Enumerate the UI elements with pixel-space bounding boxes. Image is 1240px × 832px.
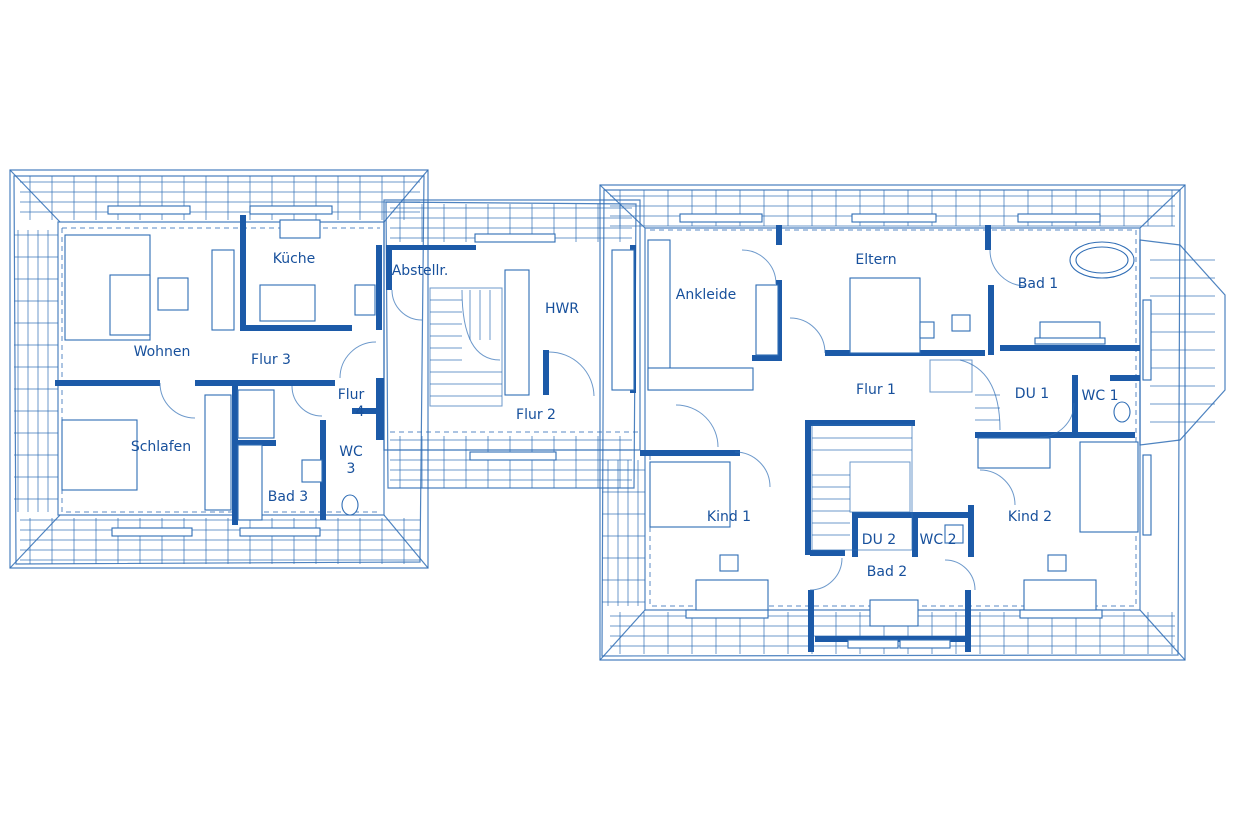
label-ankleide: Ankleide [676,287,736,303]
label-wohnen: Wohnen [134,344,191,360]
label-wc-3-line2: 3 [347,461,356,477]
label-flur-4-line1: Flur [338,387,365,403]
label-hwr: HWR [545,301,579,317]
label-bad-1: Bad 1 [1018,276,1058,292]
windows [107,205,1152,649]
label-flur-3: Flur 3 [251,352,291,368]
label-bad-2: Bad 2 [867,564,907,580]
label-du-2: DU 2 [862,532,896,548]
label-flur-2: Flur 2 [516,407,556,423]
roof-outline-left [9,169,429,569]
label-flur-1: Flur 1 [856,382,896,398]
room-labels: Wohnen Küche Flur 3 Schlafen Bad 3 Flur … [131,251,1119,580]
label-wc-1: WC 1 [1082,388,1119,404]
door-swings [159,249,1075,591]
label-eltern: Eltern [855,252,896,268]
label-kueche: Küche [273,251,316,267]
furniture [61,219,1139,627]
label-kind-1: Kind 1 [707,509,751,525]
staircase-right [811,359,1001,551]
label-kind-2: Kind 2 [1008,509,1052,525]
label-wc-2: WC 2 [920,532,957,548]
label-abstellr: Abstellr. [392,263,449,279]
label-schlafen: Schlafen [131,439,191,455]
label-du-1: DU 1 [1015,386,1049,402]
label-wc-3-line1: WC [339,444,363,460]
eaves-lines [61,227,1137,607]
staircase-middle [429,287,503,407]
label-flur-4-line2: 4 [356,404,365,420]
label-bad-3: Bad 3 [268,489,308,505]
